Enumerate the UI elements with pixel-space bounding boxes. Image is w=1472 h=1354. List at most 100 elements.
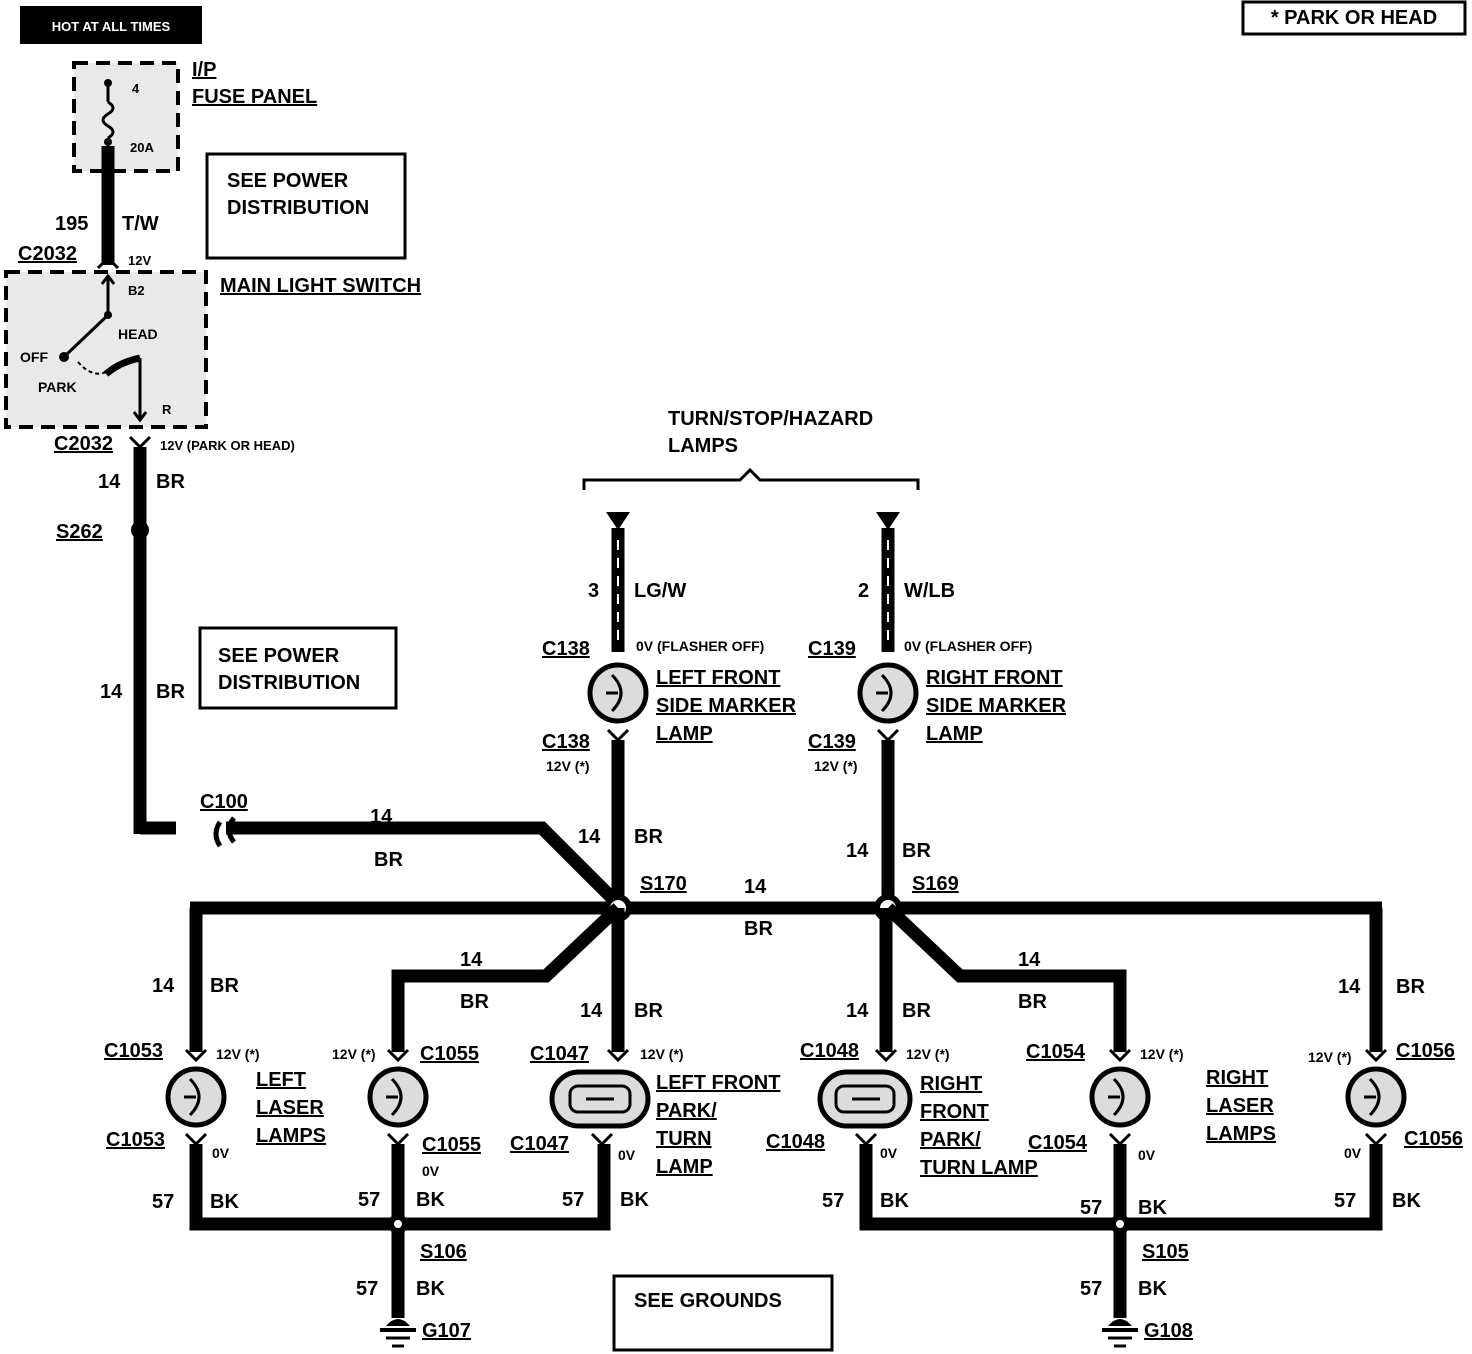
right-front-side-marker-lamp: RIGHT FRONT SIDE MARKER LAMP: [857, 662, 1067, 745]
c139-top-volt: 0V (FLASHER OFF): [904, 638, 1032, 654]
left-front-side-marker-lamp: LEFT FRONT SIDE MARKER LAMP: [587, 662, 797, 745]
turn-group-line1: TURN/STOP/HAZARD: [668, 408, 873, 430]
c1056-top-label: C1056: [1396, 1040, 1455, 1062]
c1053-bottom-label: C1053: [106, 1129, 165, 1151]
turn-stop-hazard-group: TURN/STOP/HAZARD LAMPS: [582, 408, 920, 490]
pin-b2: B2: [128, 283, 145, 298]
hot-at-all-times-text: HOT AT ALL TIMES: [52, 19, 171, 34]
gnd-s105-color: BK: [1138, 1278, 1167, 1300]
g107-label: G107: [422, 1320, 471, 1342]
fuse-panel-title-1: I/P: [192, 59, 216, 81]
wire-to-c1055: [391, 903, 623, 1052]
c1056-bottom-label: C1056: [1404, 1128, 1463, 1150]
right-park-line3: PARK/: [920, 1129, 981, 1151]
c1047-bottom-label: C1047: [510, 1133, 569, 1155]
wire-c1048-gauge: 14: [846, 1000, 869, 1022]
wire-br-color-2: BR: [156, 681, 185, 703]
left-laser-line2: LASER: [256, 1097, 324, 1119]
left-front-park-turn-label: LEFT FRONT PARK/ TURN LAMP: [656, 1072, 780, 1178]
see-power-2-line2: DISTRIBUTION: [218, 672, 360, 694]
fuse-number: 4: [132, 81, 140, 96]
gnd-s106-circuit: 57: [356, 1278, 378, 1300]
wire-c1047-color: BR: [634, 1000, 663, 1022]
c139-top-label: C139: [808, 638, 856, 660]
gnd-c1053-circuit: 57: [152, 1191, 174, 1213]
lamp-c1047: C1047 12V (*) C1047 0V: [510, 1043, 684, 1163]
c1053-volt-bottom: 0V: [212, 1145, 230, 1161]
c1048-bottom-label: C1048: [766, 1131, 825, 1153]
c1047-top-label: C1047: [530, 1043, 589, 1065]
wire-3-color: LG/W: [634, 580, 686, 602]
c1056-volt-bottom: 0V: [1344, 1145, 1362, 1161]
wire-br-color-1: BR: [156, 471, 185, 493]
wire-c1053-gauge: 14: [152, 975, 175, 997]
legend-text: * PARK OR HEAD: [1271, 7, 1437, 29]
wire-195-color: T/W: [122, 213, 159, 235]
c2032-top-connector: [96, 255, 120, 270]
c138-top-label: C138: [542, 638, 590, 660]
c1055-bottom-label: C1055: [422, 1134, 481, 1156]
wire-3-circuit: 3: [588, 580, 599, 602]
dual-bulb-icon: [834, 1084, 896, 1114]
bulb-icon: [390, 1077, 403, 1117]
fuse-rating: 20A: [130, 140, 154, 155]
c138-top-volt: 0V (FLASHER OFF): [636, 638, 764, 654]
see-power-distribution-2: SEE POWER DISTRIBUTION: [198, 626, 398, 710]
c100-label: C100: [200, 791, 248, 813]
see-grounds-box: SEE GROUNDS: [612, 1274, 834, 1352]
lamp-c1053: C1053 12V (*) C1053 0V: [104, 1040, 260, 1161]
c139-bottom-label: C139: [808, 731, 856, 753]
bus-color: BR: [744, 918, 773, 940]
bulb-icon: [610, 673, 623, 713]
bulb-icon: [1112, 1077, 1125, 1117]
splice-s105: [1116, 1220, 1124, 1228]
wire-c1053-color: BR: [210, 975, 239, 997]
wire-c139-gauge: 14: [846, 840, 869, 862]
see-power-line1: SEE POWER: [227, 170, 349, 192]
c1048-volt-top: 12V (*): [906, 1046, 950, 1062]
right-laser-line3: LAMPS: [1206, 1123, 1276, 1145]
right-laser-line2: LASER: [1206, 1095, 1274, 1117]
c1055-volt-top: 12V (*): [332, 1046, 376, 1062]
c1047-volt-bottom: 0V: [618, 1147, 636, 1163]
c139-bottom-volt: 12V (*): [814, 758, 858, 774]
see-power-line2: DISTRIBUTION: [227, 197, 369, 219]
wire-c1047-gauge: 14: [580, 1000, 603, 1022]
left-laser-line1: LEFT: [256, 1069, 306, 1091]
wire-c1048-color: BR: [902, 1000, 931, 1022]
right-park-line1: RIGHT: [920, 1073, 982, 1095]
c1053-top-label: C1053: [104, 1040, 163, 1062]
bulb-icon: [188, 1077, 201, 1117]
lamp-c1054: C1054 12V (*) C1054 0V: [1026, 1041, 1184, 1163]
gnd-s105-circuit: 57: [1080, 1278, 1102, 1300]
left-marker-line1: LEFT FRONT: [656, 667, 780, 689]
wire-c100-to-s170: [226, 821, 621, 907]
right-front-park-turn-label: RIGHT FRONT PARK/ TURN LAMP: [920, 1073, 1038, 1179]
wire-c1056-color: BR: [1396, 976, 1425, 998]
c1054-top-label: C1054: [1026, 1041, 1086, 1063]
left-park-line4: LAMP: [656, 1156, 713, 1178]
gnd-c1053-color: BK: [210, 1191, 239, 1213]
c138-bottom-label: C138: [542, 731, 590, 753]
gnd-c1055-color: BK: [416, 1189, 445, 1211]
pin-r: R: [162, 402, 172, 417]
c1054-volt-top: 12V (*): [1140, 1046, 1184, 1062]
left-laser-lamps-label: LEFT LASER LAMPS: [256, 1069, 326, 1147]
c1048-top-label: C1048: [800, 1040, 859, 1062]
s105-label: S105: [1142, 1241, 1189, 1263]
s106-label: S106: [420, 1241, 467, 1263]
left-marker-line2: SIDE MARKER: [656, 695, 797, 717]
see-grounds-text: SEE GROUNDS: [634, 1290, 782, 1312]
right-park-line2: FRONT: [920, 1101, 989, 1123]
left-laser-line3: LAMPS: [256, 1125, 326, 1147]
s170-label: S170: [640, 873, 687, 895]
wire-c1055-color: BR: [460, 991, 489, 1013]
right-park-line4: TURN LAMP: [920, 1157, 1038, 1179]
right-marker-line2: SIDE MARKER: [926, 695, 1067, 717]
c1054-volt-bottom: 0V: [1138, 1147, 1156, 1163]
right-marker-line3: LAMP: [926, 723, 983, 745]
wire-c138-gauge: 14: [578, 826, 601, 848]
fuse-icon: [101, 100, 115, 140]
pos-park: PARK: [38, 379, 77, 395]
